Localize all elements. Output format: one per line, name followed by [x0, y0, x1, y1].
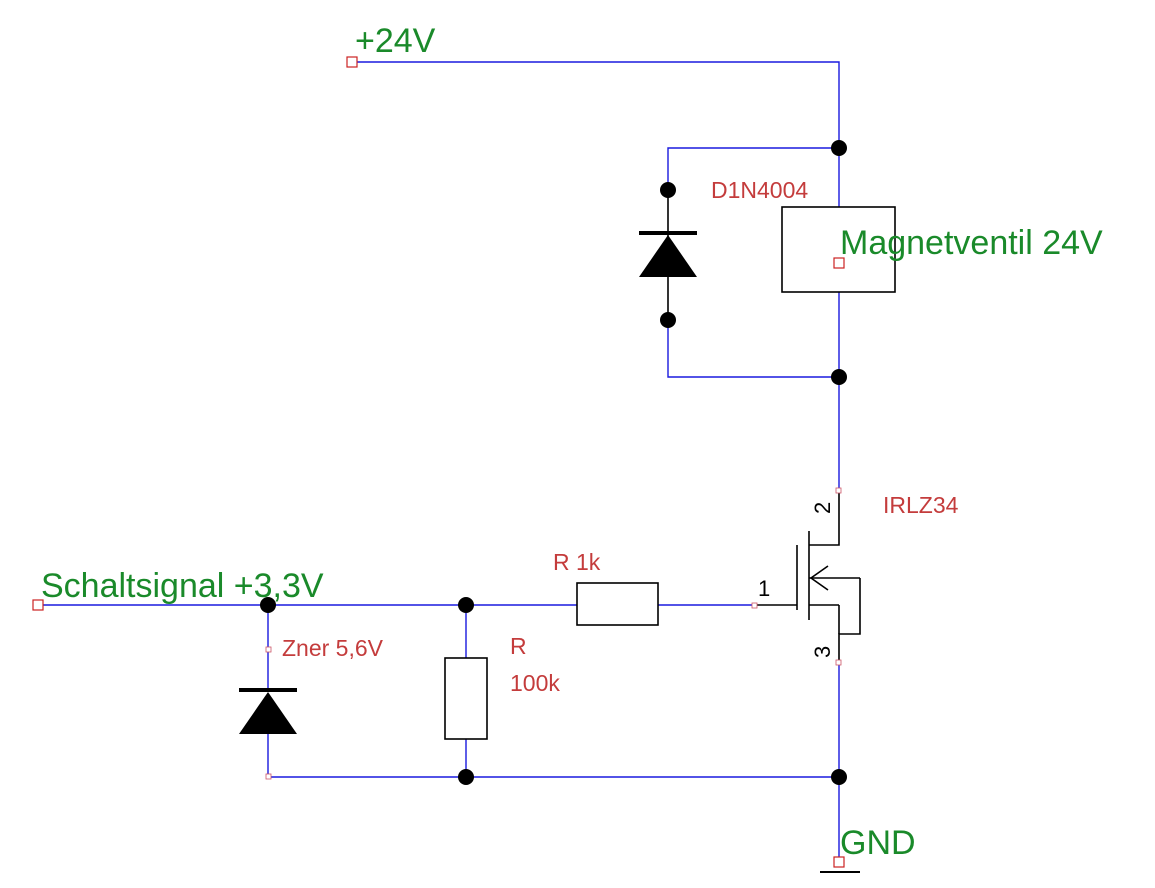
zener-label: Zner 5,6V	[282, 635, 384, 661]
junction-dot	[458, 597, 474, 613]
junction-dot	[831, 140, 847, 156]
gate-resistor-symbol	[576, 582, 659, 626]
gate-pin-label: 1	[758, 576, 770, 601]
supply-port[interactable]	[346, 56, 358, 68]
junction-dot	[458, 769, 474, 785]
signal-net-label: Schaltsignal +3,3V	[41, 567, 324, 605]
pin-end	[265, 773, 272, 780]
ports	[32, 56, 845, 868]
drain-pin-label: 2	[810, 502, 835, 514]
junctions	[260, 140, 847, 785]
valve-symbol	[781, 206, 896, 293]
supply-net-label: +24V	[355, 22, 436, 60]
junction-dot	[660, 312, 676, 328]
junction-dot	[831, 369, 847, 385]
mosfet-label: IRLZ34	[883, 492, 959, 518]
source-pin-label: 3	[810, 646, 835, 658]
gnd-port[interactable]	[833, 856, 845, 868]
mosfet-symbol	[757, 490, 861, 662]
pulldown-resistor-symbol	[444, 657, 488, 740]
valve-label: Magnetventil 24V	[840, 224, 1103, 262]
wire-diode-cathode	[667, 147, 839, 190]
zener-diode-symbol	[239, 688, 297, 734]
pulldown-resistor-name: R	[510, 633, 527, 659]
flyback-diode-label: D1N4004	[711, 177, 808, 203]
wire-supply-to-valve	[352, 61, 840, 148]
wire-diode-anode	[667, 320, 839, 378]
junction-dot	[260, 597, 276, 613]
pin-end	[835, 659, 842, 666]
pin-end	[265, 646, 272, 653]
valve-port[interactable]	[833, 257, 845, 269]
junction-dot	[660, 182, 676, 198]
gate-resistor-label: R 1k	[553, 549, 601, 575]
pulldown-resistor-value: 100k	[510, 670, 560, 696]
ground-net-label: GND	[840, 824, 916, 862]
labels: +24V Schaltsignal +3,3V GND Magnetventil…	[41, 22, 1103, 862]
signal-port[interactable]	[32, 599, 44, 611]
pin-end	[751, 602, 758, 609]
pin-end	[835, 487, 842, 494]
junction-dot	[831, 769, 847, 785]
flyback-diode-symbol	[639, 190, 697, 320]
